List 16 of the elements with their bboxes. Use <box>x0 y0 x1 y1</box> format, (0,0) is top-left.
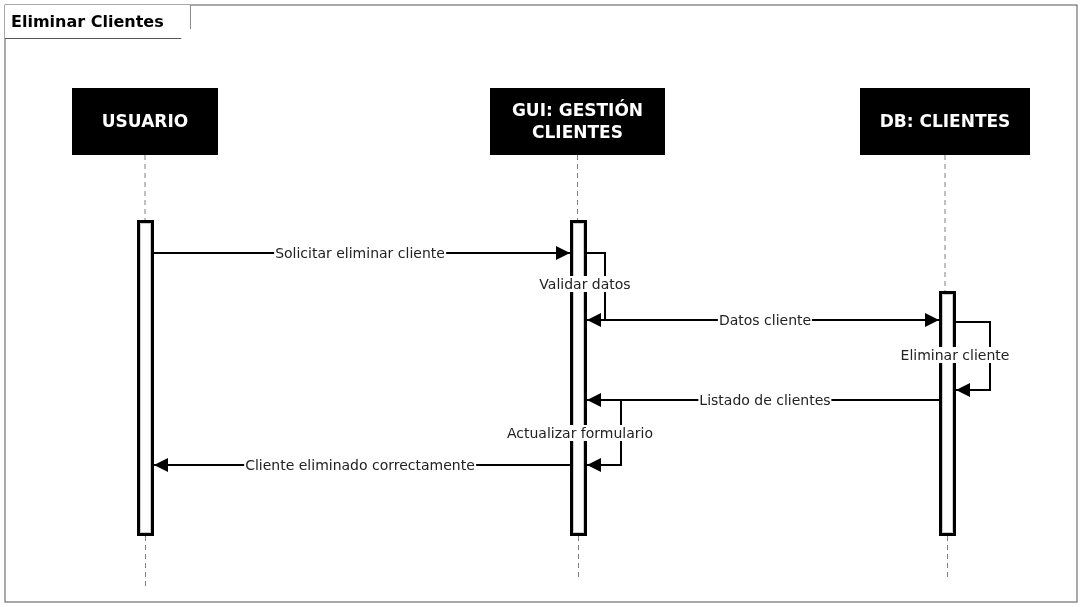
self-message-arrow <box>586 399 622 472</box>
frame-title: Eliminar Clientes <box>5 5 191 39</box>
lifeline <box>577 154 578 221</box>
message-label: Actualizar formulario <box>505 425 655 441</box>
message-label: Cliente eliminado correctamente <box>244 457 476 473</box>
message-label: Validar datos <box>538 276 632 292</box>
lifeline-head: GUI: GESTIÓN CLIENTES <box>490 88 665 155</box>
lifeline <box>144 154 146 221</box>
message-label: Solicitar eliminar cliente <box>274 245 446 261</box>
lifeline-head: USUARIO <box>72 88 218 155</box>
lifeline-head: DB: CLIENTES <box>860 88 1030 155</box>
self-message-arrow <box>955 321 991 397</box>
message-label: Listado de clientes <box>698 392 832 408</box>
message-label: Eliminar cliente <box>899 347 1011 363</box>
message-label: Datos cliente <box>717 312 813 328</box>
activation-bar <box>137 220 154 536</box>
